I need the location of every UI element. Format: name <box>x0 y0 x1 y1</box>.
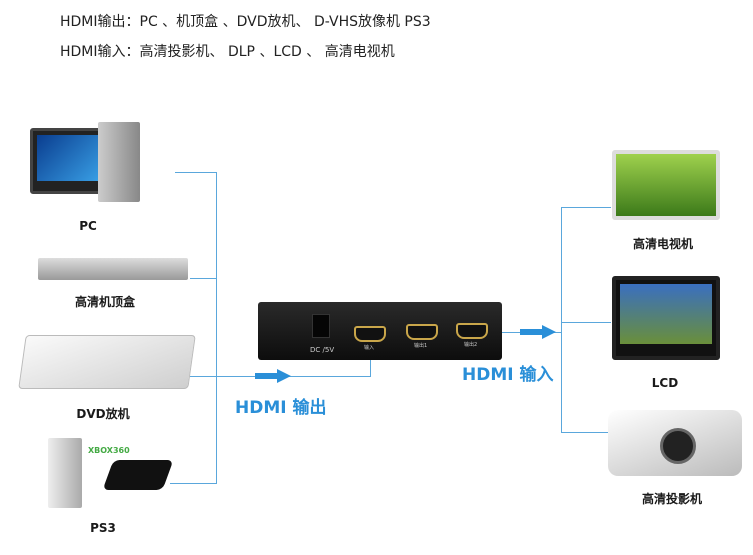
hdmi-port-out2 <box>456 323 488 339</box>
arrow-right-icon <box>520 325 556 339</box>
hdmi-splitter-device: DC /5V 输入 输出1 输出2 <box>258 302 502 360</box>
header-output-line: HDMI输出：PC 、机顶盒 、DVD放机、 D-VHS放像机 PS3 <box>60 14 431 30</box>
hdmi-port-out1 <box>406 324 438 340</box>
source-label: PS3 <box>90 521 116 535</box>
source-label: DVD放机 <box>76 407 130 421</box>
display-label: LCD <box>651 376 679 390</box>
header-input-line: HDMI输入：高清投影机、 DLP 、LCD 、 高清电视机 <box>60 44 395 60</box>
arrow-right-icon <box>255 369 291 383</box>
xbox-console <box>48 438 82 508</box>
port-label: 输出1 <box>414 343 428 349</box>
hdmi-output-label: HDMI 输出 <box>235 398 327 418</box>
display-label: 高清投影机 <box>641 492 703 506</box>
port-label: 输出2 <box>464 342 478 348</box>
power-jack <box>312 314 330 338</box>
line-source-bus <box>216 172 217 484</box>
source-label: PC <box>79 219 97 233</box>
hdmi-input-label: HDMI 输入 <box>462 365 554 385</box>
hdmi-port-input <box>354 326 386 342</box>
lcd-monitor <box>612 276 720 360</box>
set-top-box <box>38 258 188 280</box>
dvd-player <box>18 335 196 389</box>
source-label: 高清机顶盒 <box>74 295 136 309</box>
line-display-bus <box>561 207 562 433</box>
line-tv <box>561 207 611 208</box>
port-label: 输入 <box>364 345 375 351</box>
line-input-port <box>370 345 371 377</box>
pc-tower <box>98 122 140 202</box>
power-label: DC /5V <box>310 346 335 354</box>
line-projector <box>561 432 609 433</box>
projector <box>608 410 742 476</box>
line-pc <box>175 172 217 173</box>
xbox-logo: XBOX360 <box>88 446 130 455</box>
display-label: 高清电视机 <box>632 237 694 251</box>
ps3-console <box>102 460 174 490</box>
pc-monitor <box>30 128 108 194</box>
line-ps3 <box>170 483 217 484</box>
line-lcd <box>561 322 611 323</box>
line-stb <box>190 278 217 279</box>
hdtv <box>612 150 720 220</box>
